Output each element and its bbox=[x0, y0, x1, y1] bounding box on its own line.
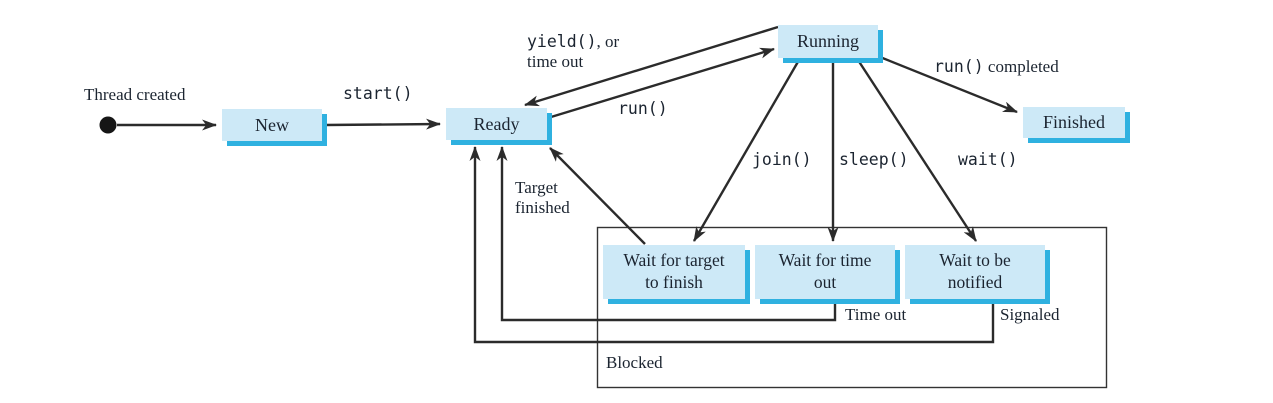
yield-timeout-label: yield(), or time out bbox=[527, 32, 619, 73]
target-finished-arrow bbox=[549, 147, 646, 245]
state-wait-for-target: Wait for target to finish bbox=[603, 245, 745, 299]
start-arrow bbox=[324, 118, 441, 130]
wait-notified-line1: Wait to be bbox=[939, 250, 1011, 271]
state-finished-label: Finished bbox=[1042, 112, 1105, 133]
state-new: New bbox=[222, 109, 322, 141]
thread-created-label: Thread created bbox=[84, 85, 186, 104]
start-dot bbox=[99, 116, 117, 134]
sleep-label: sleep() bbox=[839, 150, 909, 169]
join-arrow bbox=[692, 59, 801, 242]
blocked-region-rect bbox=[596, 226, 1108, 389]
target-finished-label: Target finished bbox=[515, 178, 570, 219]
state-wait-for-time: Wait for time out bbox=[755, 245, 895, 299]
yield-timeout-arrow bbox=[524, 25, 779, 107]
join-label: join() bbox=[752, 150, 812, 169]
signaled-label: Signaled bbox=[1000, 305, 1060, 324]
start-label: start() bbox=[343, 84, 413, 103]
run-completed-text: completed bbox=[983, 57, 1059, 76]
state-new-label: New bbox=[255, 114, 289, 135]
run-completed-label: run() completed bbox=[934, 57, 1059, 77]
blocked-region-label: Blocked bbox=[606, 353, 663, 372]
yield-line2: time out bbox=[527, 52, 584, 72]
wait-time-line2: out bbox=[813, 272, 837, 292]
state-finished: Finished bbox=[1023, 107, 1125, 138]
wait-label: wait() bbox=[958, 150, 1018, 169]
state-running: Running bbox=[778, 25, 878, 58]
run-completed-code: run() bbox=[934, 57, 984, 76]
time-out-return-arrow bbox=[496, 146, 837, 322]
state-ready-label: Ready bbox=[473, 113, 520, 134]
wait-arrow bbox=[856, 59, 978, 242]
wait-time-line1: Wait for time bbox=[778, 250, 872, 271]
yield-suffix: , or bbox=[596, 32, 620, 51]
time-out-label: Time out bbox=[845, 305, 907, 324]
wait-notified-line2: notified bbox=[947, 272, 1003, 292]
yield-code: yield() bbox=[527, 32, 597, 51]
run-arrow bbox=[550, 47, 775, 119]
run-label: run() bbox=[618, 99, 668, 118]
state-ready: Ready bbox=[446, 108, 547, 140]
target-finished-line1: Target bbox=[515, 178, 558, 197]
signaled-return-arrow bbox=[469, 146, 995, 344]
wait-target-line2: to finish bbox=[645, 272, 703, 292]
run-completed-arrow bbox=[879, 55, 1018, 114]
target-finished-line2: finished bbox=[515, 198, 570, 218]
state-running-label: Running bbox=[796, 31, 859, 52]
wait-target-line1: Wait for target bbox=[623, 250, 725, 271]
state-wait-notified: Wait to be notified bbox=[905, 245, 1045, 299]
